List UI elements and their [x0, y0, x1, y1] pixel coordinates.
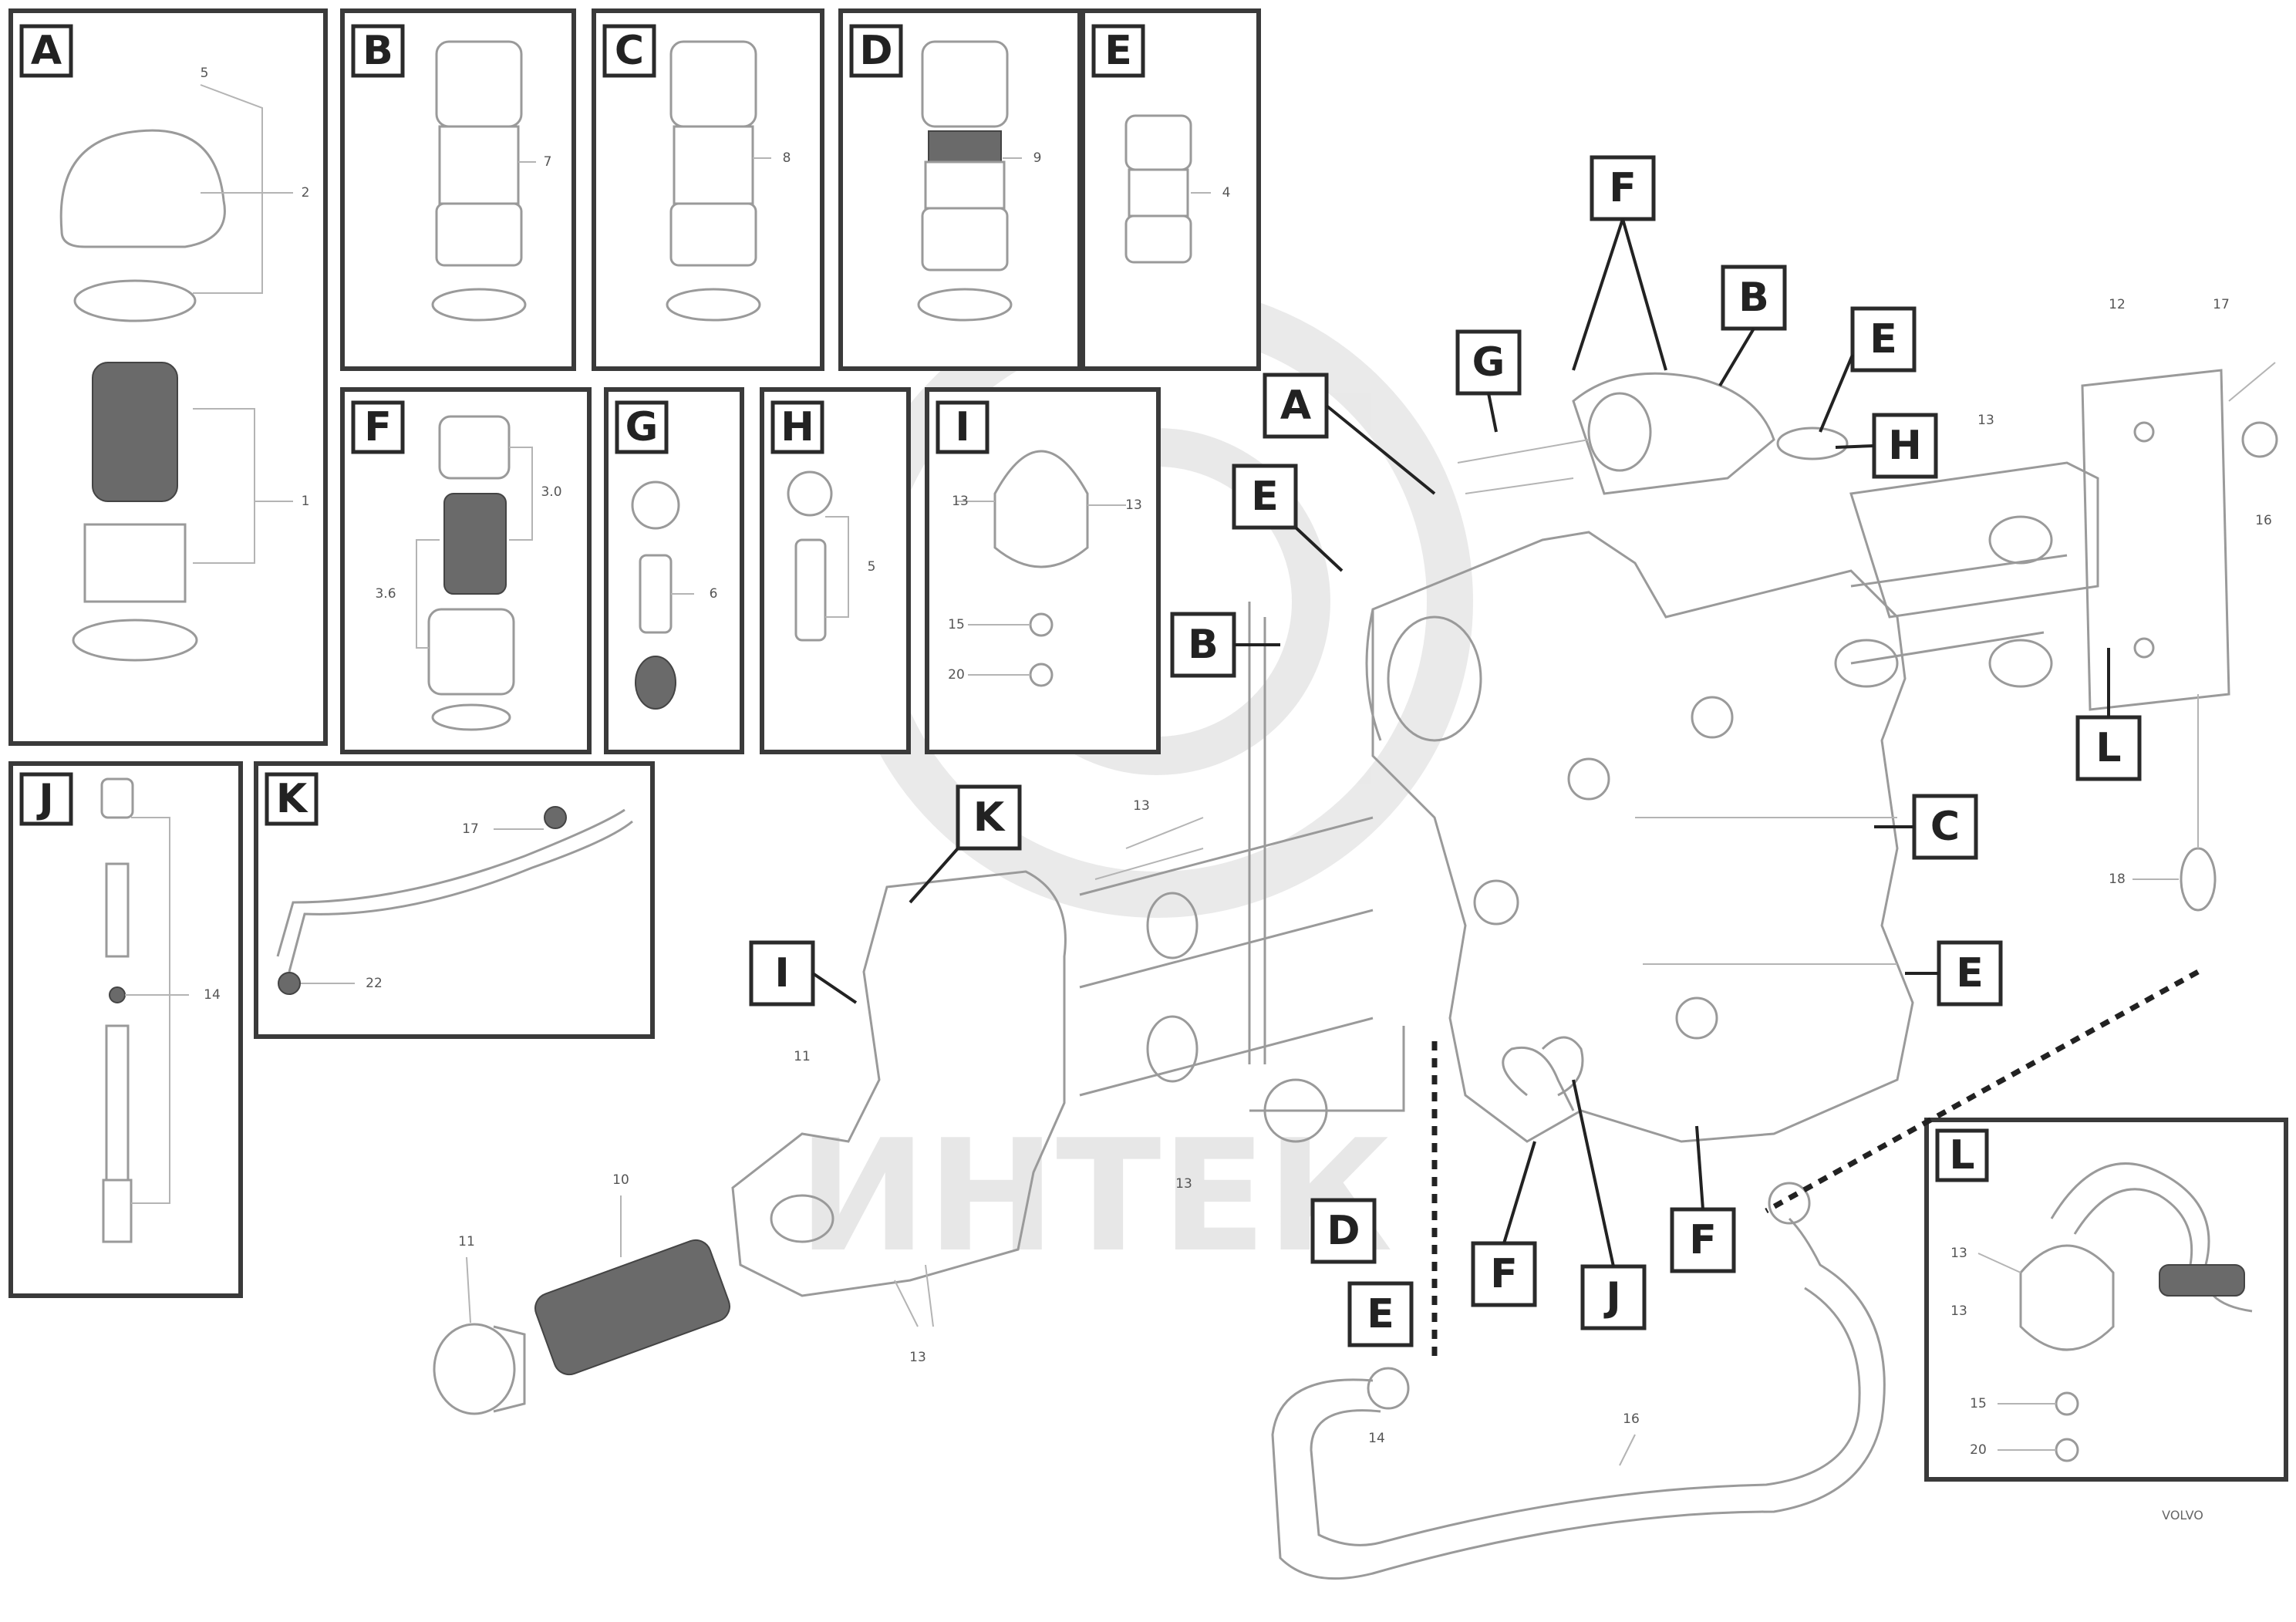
- part-number: 15: [1970, 1396, 1987, 1411]
- part-number: 13: [909, 1350, 926, 1365]
- panel-l: L 13 15 20 13: [1924, 1118, 2288, 1482]
- panel-d: D 9: [838, 8, 1082, 371]
- main-valve-assembly: 12 17 16 13 11 13 13 11 10 13 14 16: [433, 297, 2278, 1580]
- part-number: 2: [302, 185, 310, 201]
- plug: [433, 1323, 516, 1415]
- panel-a-label: A: [31, 28, 62, 74]
- part-number: 20: [1970, 1442, 1987, 1458]
- panel-e: E 4: [1081, 8, 1261, 371]
- end-plate: [2081, 369, 2230, 711]
- part-number: 16: [1623, 1411, 1640, 1427]
- callout-label: E: [1367, 1291, 1394, 1337]
- callout-label: E: [1251, 474, 1279, 520]
- callout-label: J: [1603, 1274, 1620, 1320]
- callout-label: H: [1888, 423, 1922, 469]
- panel-c: C 8: [592, 8, 824, 371]
- panel-k-label: K: [276, 776, 308, 822]
- callout-label: B: [1738, 275, 1769, 321]
- panel-g-label: G: [625, 404, 659, 450]
- panel-b-label: B: [362, 28, 393, 74]
- panel-e-label: E: [1104, 28, 1132, 74]
- filter-base: [72, 619, 198, 662]
- panel-g: G 6: [604, 387, 744, 754]
- part-number: 1: [302, 494, 310, 509]
- inlet-section: [731, 870, 1067, 1297]
- part-number: 8: [783, 150, 791, 166]
- filter-housing: [83, 523, 187, 603]
- part-number: 13: [1125, 497, 1142, 513]
- part-number: 18: [2109, 872, 2126, 887]
- panel-h-label: H: [781, 404, 814, 450]
- top-cover: [1572, 372, 1775, 495]
- callout-label: D: [1327, 1208, 1360, 1254]
- callout-label: I: [774, 950, 789, 996]
- panel-h: H 5: [760, 387, 911, 754]
- callout-label: E: [1870, 316, 1897, 363]
- part-number: 10: [612, 1172, 629, 1188]
- filter-cap: [59, 129, 226, 248]
- part-number: 13: [1175, 1176, 1192, 1192]
- callout-label: F: [1490, 1251, 1518, 1297]
- panel-a: A 5 2 1: [8, 8, 328, 746]
- panel-i-label: I: [955, 404, 969, 450]
- strainer: [534, 1239, 730, 1376]
- callout-label: L: [2095, 725, 2121, 771]
- o-ring: [73, 279, 197, 322]
- part-number: 12: [2109, 297, 2126, 312]
- part-number: 17: [2213, 297, 2230, 312]
- part-number: 16: [2255, 513, 2272, 528]
- callout-label: C: [1930, 804, 1960, 850]
- panel-l-label: L: [1949, 1132, 1974, 1179]
- panel-c-label: C: [615, 28, 644, 74]
- part-number: 22: [366, 976, 383, 991]
- part-number: 14: [1368, 1431, 1385, 1446]
- part-number: 13: [952, 494, 969, 509]
- callout-label: F: [1689, 1217, 1717, 1263]
- panel-a-tag: [19, 24, 73, 78]
- part-number: 13: [1950, 1303, 1967, 1319]
- part-number: 5: [868, 559, 876, 575]
- dashed-link-l: [1765, 969, 2200, 1214]
- callout-label: E: [1956, 950, 1984, 996]
- part-number: 13: [1977, 413, 1994, 428]
- part-number: 15: [948, 617, 965, 632]
- panel-j-label: J: [36, 776, 53, 822]
- callout-label: B: [1188, 622, 1219, 668]
- hose: [1271, 1217, 1886, 1580]
- panel-j: J 14: [8, 761, 243, 1298]
- callout-label: F: [1609, 165, 1637, 211]
- part-number: 14: [204, 987, 221, 1003]
- part-number: 4: [1222, 185, 1231, 201]
- panel-k: K 17 22: [254, 761, 655, 1039]
- part-number: 6: [710, 586, 718, 602]
- watermark-text: ИНТЕК: [797, 1107, 1392, 1286]
- part-number: 20: [948, 667, 965, 683]
- valve-body: [1371, 531, 1914, 1143]
- panel-d-label: D: [859, 28, 892, 74]
- callout-label: G: [1472, 339, 1505, 386]
- callouts: F B E G A H E B C E: [749, 155, 2142, 1347]
- panel-f: F 3.0 3.6: [340, 387, 592, 754]
- part-number: 3.6: [375, 586, 396, 602]
- part-number: 3.0: [541, 484, 561, 500]
- part-number: 9: [1033, 150, 1042, 166]
- filter-element: [92, 362, 178, 502]
- part-number: 11: [794, 1049, 811, 1064]
- part-number: 5: [201, 66, 209, 81]
- part-number: 13: [1950, 1246, 1967, 1261]
- callout-label: A: [1280, 383, 1311, 429]
- reference-code: VOLVO: [2162, 1508, 2203, 1523]
- panel-b: B 7: [340, 8, 576, 371]
- part-number: 13: [1133, 798, 1150, 814]
- part-number: 17: [462, 821, 479, 837]
- panel-i: I 13 13 15 20: [925, 387, 1161, 754]
- part-number: 11: [458, 1234, 475, 1249]
- part-number: 7: [544, 154, 552, 170]
- panel-f-label: F: [364, 404, 392, 450]
- callout-label: K: [973, 794, 1006, 841]
